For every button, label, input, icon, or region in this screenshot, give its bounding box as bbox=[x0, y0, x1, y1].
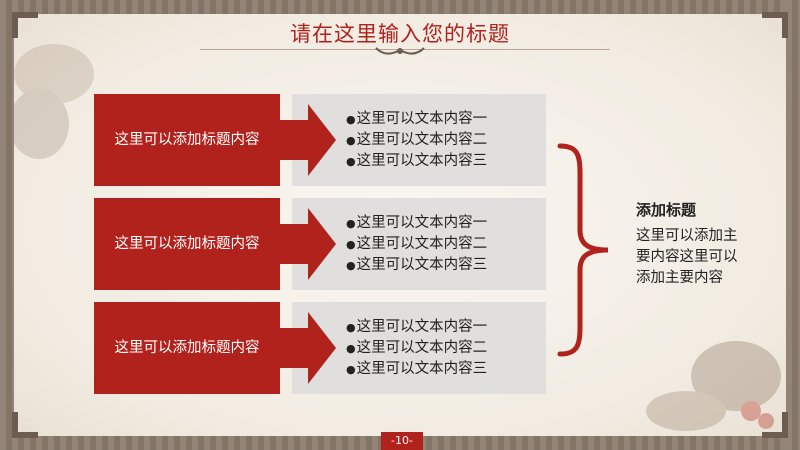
summary-text: 这里可以添加主要内容这里可以添加主要内容 bbox=[636, 228, 738, 286]
list-item: 这里可以文本内容三 bbox=[346, 151, 488, 172]
corner-ornament-icon bbox=[10, 410, 40, 440]
content-row: 这里可以添加标题内容 这里可以文本内容一 这里可以文本内容二 这里可以文本内容三 bbox=[94, 302, 546, 394]
content-row: 这里可以添加标题内容 这里可以文本内容一 这里可以文本内容二 这里可以文本内容三 bbox=[94, 198, 546, 290]
list-item: 这里可以文本内容二 bbox=[346, 234, 488, 255]
title-divider bbox=[200, 49, 610, 50]
list-item: 这里可以文本内容三 bbox=[346, 255, 488, 276]
content-row: 这里可以添加标题内容 这里可以文本内容一 这里可以文本内容二 这里可以文本内容三 bbox=[94, 94, 546, 186]
corner-ornament-icon bbox=[10, 10, 40, 40]
text-list: 这里可以文本内容一 这里可以文本内容二 这里可以文本内容三 bbox=[346, 302, 488, 394]
border-left bbox=[0, 0, 14, 450]
slide-title: 请在这里输入您的标题 bbox=[290, 22, 510, 46]
arrow-right-icon bbox=[280, 104, 336, 176]
title-ornament-icon bbox=[375, 47, 425, 55]
herb-decoration-icon bbox=[646, 341, 781, 431]
border-top bbox=[0, 0, 800, 14]
brace-icon bbox=[557, 143, 609, 357]
list-item: 这里可以文本内容二 bbox=[346, 338, 488, 359]
list-item: 这里可以文本内容一 bbox=[346, 213, 488, 234]
summary-title: 添加标题 bbox=[636, 201, 697, 219]
herb-decoration-icon bbox=[14, 44, 94, 159]
text-list: 这里可以文本内容一 这里可以文本内容二 这里可以文本内容三 bbox=[346, 198, 488, 290]
corner-ornament-icon bbox=[760, 10, 790, 40]
row-label: 这里可以添加标题内容 bbox=[94, 302, 280, 394]
row-label: 这里可以添加标题内容 bbox=[94, 94, 280, 186]
arrow-right-icon bbox=[280, 208, 336, 280]
text-list: 这里可以文本内容一 这里可以文本内容二 这里可以文本内容三 bbox=[346, 94, 488, 186]
row-label: 这里可以添加标题内容 bbox=[94, 198, 280, 290]
border-right bbox=[786, 0, 800, 450]
list-item: 这里可以文本内容一 bbox=[346, 317, 488, 338]
page-number: -10- bbox=[381, 432, 423, 450]
list-item: 这里可以文本内容三 bbox=[346, 359, 488, 380]
list-item: 这里可以文本内容二 bbox=[346, 130, 488, 151]
corner-ornament-icon bbox=[760, 410, 790, 440]
arrow-right-icon bbox=[280, 312, 336, 384]
list-item: 这里可以文本内容一 bbox=[346, 109, 488, 130]
